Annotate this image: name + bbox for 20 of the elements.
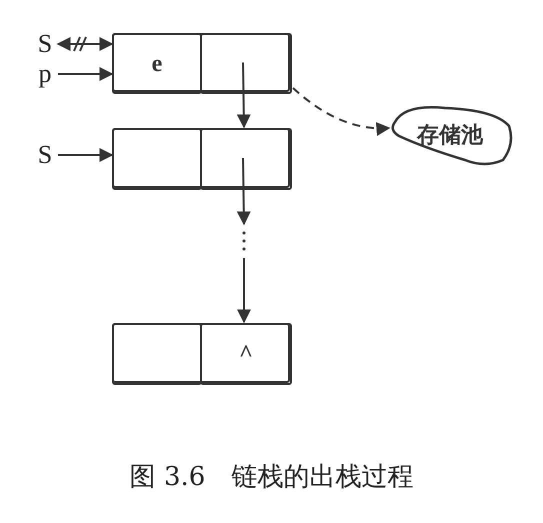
field-cell bbox=[112, 128, 202, 190]
pointer-arrow bbox=[236, 158, 251, 226]
pointer-arrow bbox=[56, 37, 114, 51]
field-cell bbox=[200, 128, 292, 190]
field-cell bbox=[200, 33, 292, 94]
list-node-box bbox=[112, 323, 290, 383]
pointer-label: p bbox=[34, 60, 56, 88]
pointer-arrow bbox=[236, 62, 251, 128]
pointer-label: S bbox=[34, 30, 56, 58]
list-node-box bbox=[112, 128, 290, 188]
pointer-arrow bbox=[58, 67, 114, 81]
pointer-label: S bbox=[34, 141, 56, 169]
list-node-box bbox=[112, 33, 290, 92]
field-cell: e bbox=[112, 33, 202, 94]
figure-caption: 图 3.6 链栈的出栈过程 bbox=[128, 461, 414, 494]
pointer-arrow bbox=[237, 258, 251, 324]
pointer-arrow bbox=[58, 148, 114, 162]
dashed-arrow bbox=[292, 87, 390, 136]
field-cell bbox=[112, 323, 202, 385]
field-cell: ^ bbox=[200, 323, 292, 385]
